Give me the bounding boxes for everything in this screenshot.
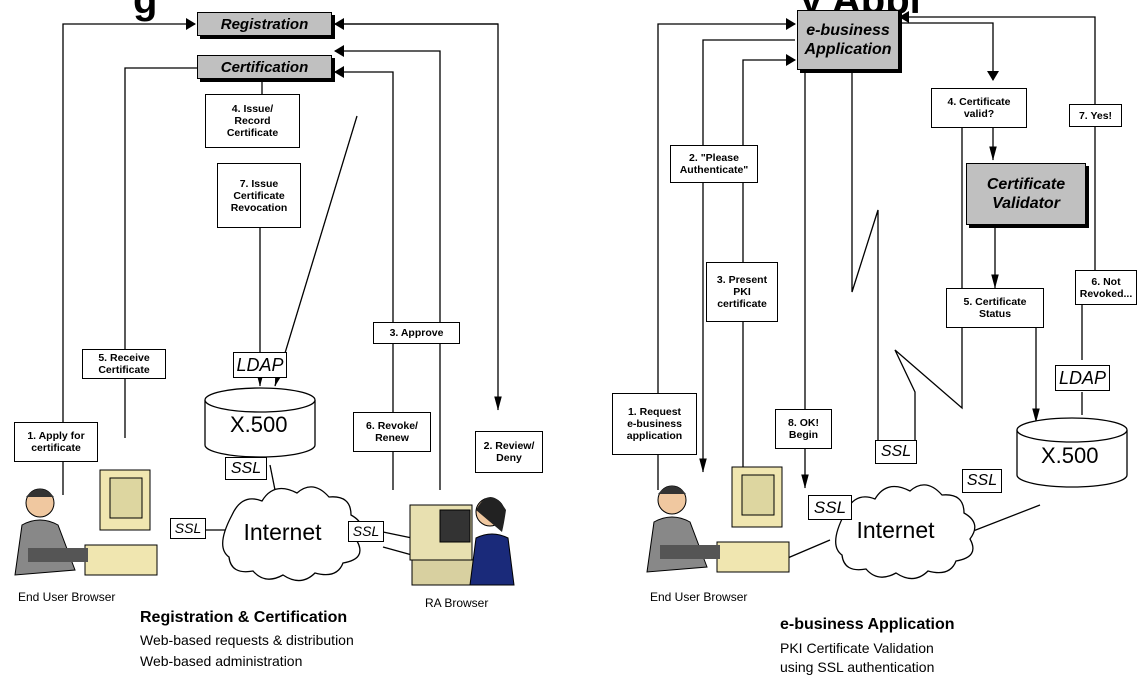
step-review-deny: 2. Review/ Deny [475,431,543,473]
end-user-browser-caption-right: End User Browser [650,590,748,604]
step-revoke-renew: 6. Revoke/ Renew [353,412,431,452]
step-issue-record-certificate: 4. Issue/ Record Certificate [205,94,300,148]
step-not-revoked: 6. Not Revoked... [1075,270,1137,305]
step-present-pki-certificate: 3. Present PKI certificate [706,262,778,322]
end-user-browser-caption-left: End User Browser [18,590,116,604]
step-please-authenticate: 2. "Please Authenticate" [670,145,758,183]
certificate-validator-box: Certificate Validator [966,163,1086,225]
x500-label-right: X.500 [1041,443,1099,468]
step-receive-certificate: 5. Receive Certificate [82,349,166,379]
x500-label: X.500 [230,412,288,437]
ssl-left-label-panel2: SSL [808,495,852,520]
left-title-fragment: g [133,0,158,22]
registration-box: Registration [197,12,332,36]
step-certificate-valid: 4. Certificate valid? [931,88,1027,128]
step-request-application: 1. Request e-business application [612,393,697,455]
step-issue-certificate-revocation: 7. Issue Certificate Revocation [217,163,301,228]
ssl-right-label-panel2: SSL [962,469,1002,493]
ssl-top-label: SSL [225,457,267,480]
ldap-label: LDAP [233,352,287,378]
ra-browser-caption: RA Browser [425,596,489,610]
right-caption-line2: using SSL authentication [780,659,935,675]
step-yes: 7. Yes! [1069,104,1122,127]
ra-user-illustration [409,497,515,586]
ldap-label-right: LDAP [1055,365,1110,391]
ssl-right-label: SSL [348,521,384,542]
left-caption-line1: Web-based requests & distribution [140,632,354,648]
step-certificate-status: 5. Certificate Status [946,288,1044,328]
step-approve: 3. Approve [373,322,460,344]
right-caption-line1: PKI Certificate Validation [780,640,934,656]
step-ok-begin: 8. OK! Begin [775,409,832,449]
certification-box: Certification [197,55,332,79]
ssl-inner-label: SSL [875,440,917,464]
e-business-application-box: e-business Application [797,10,899,70]
ssl-left-label: SSL [170,518,206,539]
left-caption-title: Registration & Certification [140,609,348,626]
right-caption-title: e-business Application [780,616,955,633]
internet-label-right: Internet [856,517,935,543]
left-caption-line2: Web-based administration [140,653,303,669]
right-user-illustration [646,466,790,573]
left-user-illustration [14,469,158,576]
internet-label: Internet [243,519,322,545]
step-apply-for-certificate: 1. Apply for certificate [14,422,98,462]
